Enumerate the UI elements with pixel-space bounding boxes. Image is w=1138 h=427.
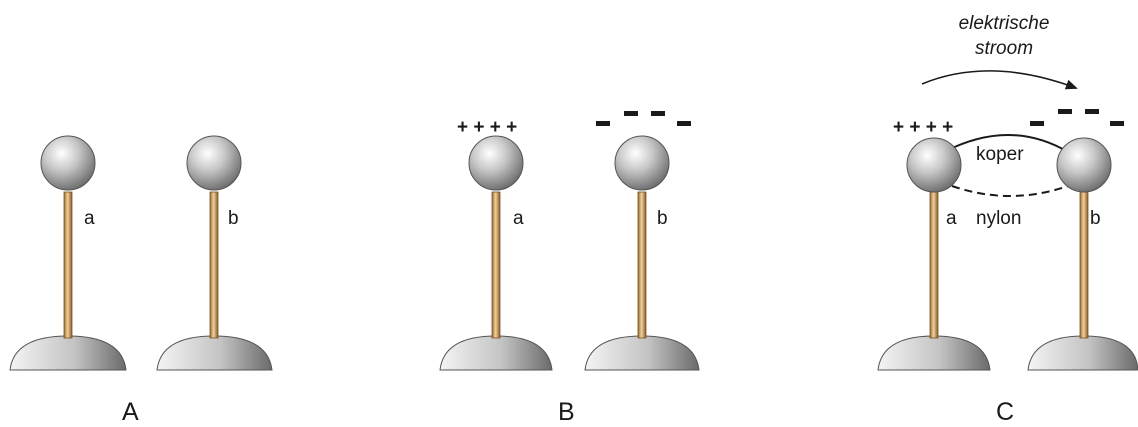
rod (209, 191, 219, 339)
panel-label: C (996, 398, 1014, 426)
current-arrow (921, 70, 1078, 90)
sphere-label: b (1090, 208, 1101, 229)
panel-a: a b A (9, 135, 273, 426)
base (439, 335, 553, 371)
panel-c: elektrische stroom koper nylon a + + + +… (877, 13, 1138, 426)
sphere (468, 135, 524, 191)
base (584, 335, 700, 371)
electroscope-a: a (9, 135, 127, 371)
rod (637, 191, 647, 339)
positive-charges: + + + + (457, 117, 517, 138)
current-label-line1: elektrische (959, 13, 1050, 34)
sphere-label: a (84, 208, 95, 229)
base (156, 335, 273, 371)
base (9, 335, 127, 371)
panel-b: a + + + + b B (439, 111, 700, 426)
electroscope-b: b (156, 135, 273, 371)
sphere (1056, 137, 1112, 193)
electroscope-a: a + + + + (439, 117, 553, 371)
rod (491, 191, 501, 339)
panel-label: A (122, 398, 139, 426)
current-label-line2: stroom (975, 38, 1033, 59)
electroscope-b: b (1027, 109, 1138, 371)
sphere-label: a (946, 208, 957, 229)
base (1027, 335, 1138, 371)
electroscope-a: a + + + + (877, 117, 991, 371)
rod (929, 191, 939, 339)
base (877, 335, 991, 371)
copper-wire (943, 134, 1069, 153)
negative-charges (1030, 109, 1124, 126)
sphere-label: b (228, 208, 239, 229)
rod (1079, 191, 1089, 339)
electroscope-b: b (584, 111, 700, 371)
nylon-wire (951, 185, 1069, 197)
rod (63, 191, 73, 339)
sphere (186, 135, 242, 191)
sphere (40, 135, 96, 191)
sphere (614, 135, 670, 191)
sphere (906, 137, 962, 193)
panel-label: B (558, 398, 575, 426)
sphere-label: a (513, 208, 524, 229)
positive-charges: + + + + (893, 117, 953, 138)
copper-wire-label: koper (976, 144, 1024, 165)
nylon-wire-label: nylon (976, 208, 1021, 229)
sphere-label: b (657, 208, 668, 229)
negative-charges (596, 111, 691, 126)
